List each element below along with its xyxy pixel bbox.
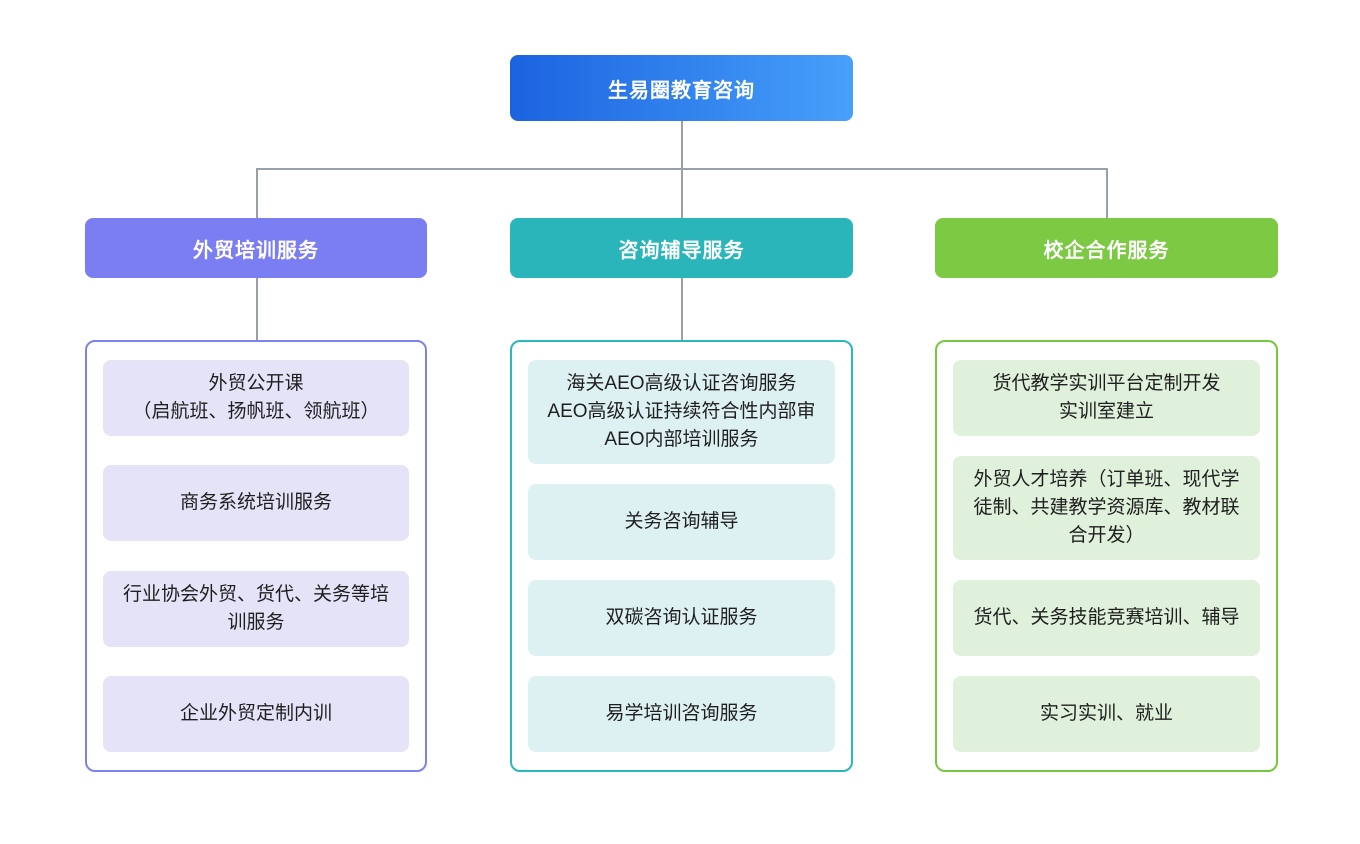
service-item[interactable]: 海关AEO高级认证咨询服务 AEO高级认证持续符合性内部审 AEO内部培训服务 <box>528 360 835 464</box>
branch-group-school-enterprise: 货代教学实训平台定制开发 实训室建立 外贸人才培养（订单班、现代学徒制、共建教学… <box>935 340 1278 772</box>
service-item[interactable]: 行业协会外贸、货代、关务等培训服务 <box>103 570 409 647</box>
branch-group-trade-training: 外贸公开课 （启航班、扬帆班、领航班） 商务系统培训服务 行业协会外贸、货代、关… <box>85 340 427 772</box>
branch-header-school-enterprise[interactable]: 校企合作服务 <box>935 218 1278 278</box>
branch-header-trade-training[interactable]: 外贸培训服务 <box>85 218 427 278</box>
connector-branch2-group <box>681 278 683 340</box>
service-item[interactable]: 货代、关务技能竞赛培训、辅导 <box>953 580 1260 656</box>
service-item[interactable]: 商务系统培训服务 <box>103 465 409 542</box>
service-item[interactable]: 双碳咨询认证服务 <box>528 580 835 656</box>
connector-branch3-down <box>1106 168 1108 218</box>
service-item[interactable]: 实习实训、就业 <box>953 676 1260 752</box>
connector-branch1-group <box>256 278 258 340</box>
service-item[interactable]: 企业外贸定制内训 <box>103 675 409 752</box>
service-item[interactable]: 外贸人才培养（订单班、现代学徒制、共建教学资源库、教材联合开发） <box>953 456 1260 560</box>
connector-branch1-down <box>256 168 258 218</box>
service-item[interactable]: 关务咨询辅导 <box>528 484 835 560</box>
service-item[interactable]: 易学培训咨询服务 <box>528 676 835 752</box>
branch-group-consulting: 海关AEO高级认证咨询服务 AEO高级认证持续符合性内部审 AEO内部培训服务 … <box>510 340 853 772</box>
connector-root-down <box>681 121 683 168</box>
connector-branch2-down <box>681 168 683 218</box>
root-node[interactable]: 生易圈教育咨询 <box>510 55 853 121</box>
branch-header-consulting[interactable]: 咨询辅导服务 <box>510 218 853 278</box>
service-item[interactable]: 外贸公开课 （启航班、扬帆班、领航班） <box>103 360 409 436</box>
service-item[interactable]: 货代教学实训平台定制开发 实训室建立 <box>953 360 1260 436</box>
